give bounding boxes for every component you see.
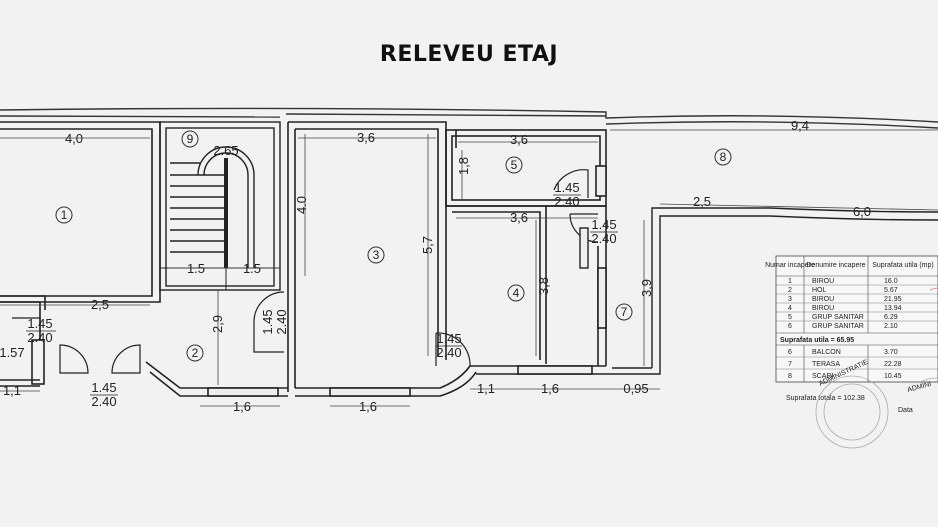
row-2-name: HOL xyxy=(812,287,827,294)
door-label-d: 1.45 2.40 xyxy=(436,331,462,360)
table-header-name: Denumire incapere xyxy=(806,262,865,269)
extra-row-2-area: 22.28 xyxy=(884,361,902,368)
table-row-lines xyxy=(776,284,938,370)
table-total: Suprafata totala = 102.38 xyxy=(786,395,865,402)
dim-4-0-top: 4,0 xyxy=(65,131,83,146)
row-5-name: GRUP SANITAR xyxy=(812,314,864,321)
dim-2-5-r1: 2,5 xyxy=(91,297,109,312)
stamp-text-b: Data xyxy=(898,407,913,414)
dim-3-6-r4: 3,6 xyxy=(510,210,528,225)
row-3-name: BIROU xyxy=(812,296,834,303)
room-labels xyxy=(55,130,732,362)
row-5-num: 5 xyxy=(788,314,792,321)
room-5-label: 5 xyxy=(511,158,518,172)
table-header-area: Suprafata utila (mp) xyxy=(872,262,933,269)
door-c-height: 2.40 xyxy=(274,309,289,334)
door-b-height: 2.40 xyxy=(91,394,116,409)
door-e-width: 1.45 xyxy=(554,180,579,195)
stamp-text-c: ADMINI xyxy=(907,381,933,394)
dim-1-6-a: 1,6 xyxy=(233,399,251,414)
dim-1-6-b: 1,6 xyxy=(359,399,377,414)
dim-3-8: 3,8 xyxy=(536,277,551,295)
room-2-label: 2 xyxy=(192,346,199,360)
door-label-c: 1.45 2.40 xyxy=(260,309,289,334)
dimension-lines xyxy=(0,129,938,407)
extra-row-3-num: 8 xyxy=(788,373,792,380)
door-f-height: 2.40 xyxy=(591,231,616,246)
dim-1-1-b: 1,1 xyxy=(3,383,21,398)
row-4-area: 13.94 xyxy=(884,305,902,312)
dim-3-9: 3,9 xyxy=(639,279,654,297)
hall-walls xyxy=(0,295,477,397)
room-7-8-walls xyxy=(579,207,938,375)
dim-1-6-c: 1,6 xyxy=(541,381,559,396)
dim-0-95: 0,95 xyxy=(623,381,648,396)
row-1-area: 16.0 xyxy=(884,278,898,285)
extra-row-1-name: BALCON xyxy=(812,349,841,356)
room-1-walls xyxy=(0,121,161,303)
dim-2-65: 2.65 xyxy=(213,143,238,158)
dim-3-6-r3: 3,6 xyxy=(357,130,375,145)
plan-title: RELEVEU ETAJ xyxy=(379,42,559,67)
room-4-label: 4 xyxy=(513,286,520,300)
row-6-area: 2.10 xyxy=(884,323,898,330)
row-3-area: 21.95 xyxy=(884,296,902,303)
dim-1-1-a: 1,1 xyxy=(477,381,495,396)
stamp-seal xyxy=(815,287,938,449)
dim-2-5-r8: 2,5 xyxy=(693,194,711,209)
dim-9-4: 9,4 xyxy=(791,118,809,133)
row-3-num: 3 xyxy=(788,296,792,303)
row-2-num: 2 xyxy=(788,287,792,294)
row-5-area: 6.29 xyxy=(884,314,898,321)
extra-row-1-area: 3.70 xyxy=(884,349,898,356)
door-label-e: 1.45 2.40 xyxy=(553,180,581,209)
room-1-label: 1 xyxy=(61,208,68,222)
table-subtotal: Suprafata utila = 65.95 xyxy=(780,337,854,344)
door-c-width: 1.45 xyxy=(260,309,275,334)
extra-row-1-num: 6 xyxy=(788,349,792,356)
dim-1-5-b: 1.5 xyxy=(243,261,261,276)
door-b-width: 1.45 xyxy=(91,380,116,395)
room-3-label: 3 xyxy=(373,248,380,262)
door-a-width: 1.45 xyxy=(27,316,52,331)
door-label-a: 1.45 2.40 xyxy=(26,316,56,345)
area-table: Numar incapere Denumire incapere Suprafa… xyxy=(765,255,938,402)
row-2-area: 5.67 xyxy=(884,287,898,294)
row-1-name: BIROU xyxy=(812,278,834,285)
door-label-f: 1.45 2.40 xyxy=(590,217,618,246)
exterior-top-wall xyxy=(0,107,938,129)
room-8-label: 8 xyxy=(720,150,727,164)
extra-row-3-name: SCARI xyxy=(812,373,833,380)
door-e-height: 2.40 xyxy=(554,194,579,209)
dim-6-0: 6,0 xyxy=(853,204,871,219)
extra-row-2-num: 7 xyxy=(788,361,792,368)
dim-1-5-a: 1.5 xyxy=(187,261,205,276)
dim-3-6-r5: 3,6 xyxy=(510,132,528,147)
row-6-name: GRUP SANITAR xyxy=(812,323,864,330)
door-d-width: 1.45 xyxy=(436,331,461,346)
door-f-width: 1.45 xyxy=(591,217,616,232)
dim-4-0-side: 4.0 xyxy=(294,196,309,214)
table-header-number: Numar incapere xyxy=(765,262,815,269)
extra-row-2-name: TERASA xyxy=(812,361,840,368)
door-d-height: 2.40 xyxy=(436,345,461,360)
room-3-walls xyxy=(287,121,447,392)
door-label-b: 1.45 2.40 xyxy=(90,380,118,409)
row-4-name: BIROU xyxy=(812,305,834,312)
dim-5-7: 5,7 xyxy=(420,236,435,254)
room-7-label: 7 xyxy=(621,305,628,319)
row-4-num: 4 xyxy=(788,305,792,312)
dim-1-8: 1,8 xyxy=(456,157,471,175)
row-6-num: 6 xyxy=(788,323,792,330)
extra-row-3-area: 10.45 xyxy=(884,373,902,380)
dim-2-9: 2,9 xyxy=(210,315,225,333)
row-1-num: 1 xyxy=(788,278,792,285)
room-4-walls xyxy=(446,205,612,375)
dim-1-57: 1.57 xyxy=(0,345,25,360)
room-9-label: 9 xyxy=(187,132,194,146)
door-a-height: 2.40 xyxy=(27,330,52,345)
